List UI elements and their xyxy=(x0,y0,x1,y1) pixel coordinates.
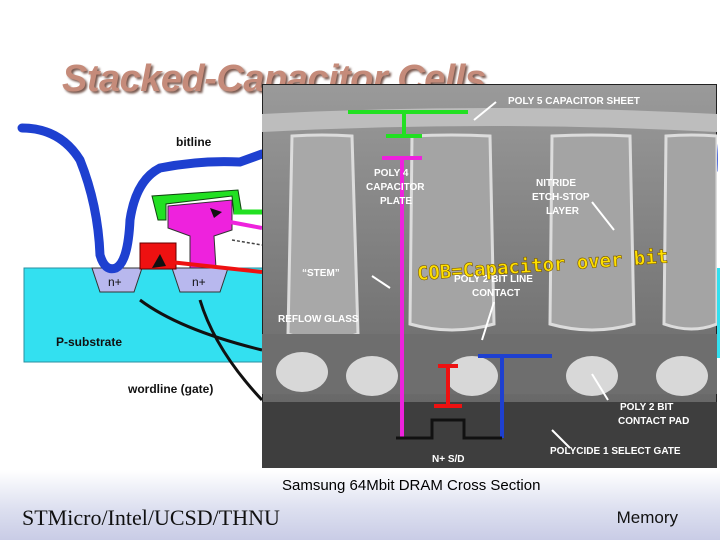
capacitor-storage-node xyxy=(167,199,233,269)
poly4-label-3: PLATE xyxy=(380,196,412,207)
n-plus-left-label: n+ xyxy=(108,275,122,289)
poly5-label: POLY 5 CAPACITOR SHEET xyxy=(508,96,640,107)
n-plus-right-label: n+ xyxy=(192,275,206,289)
arrow-up-left xyxy=(210,208,222,218)
polycide-label: POLYCIDE 1 SELECT GATE xyxy=(550,446,681,457)
gate-bump-2 xyxy=(346,356,398,396)
nsd-label: N+ S/D xyxy=(432,454,465,465)
pad-label-1: POLY 2 BIT xyxy=(620,402,673,413)
poly2-bit-label-1: POLY 2 BIT LINE xyxy=(454,274,533,285)
p-substrate-label: P-substrate xyxy=(56,335,122,349)
leader-gray xyxy=(231,239,263,246)
stem-label: “STEM” xyxy=(302,268,340,279)
pointer-arrows xyxy=(371,101,615,449)
wordline-leader-2 xyxy=(139,298,263,352)
poly4-label-1: POLY 4 xyxy=(374,168,409,179)
nitride-label-3: LAYER xyxy=(546,206,580,217)
wordline-label: wordline (gate) xyxy=(127,382,213,396)
blue-marker xyxy=(478,354,552,438)
gate-bump-3 xyxy=(446,356,498,396)
arrow-up-right xyxy=(152,254,166,268)
footer-section: Memory xyxy=(616,508,678,527)
nitride-label-2: ETCH-STOP xyxy=(532,192,590,203)
red-marker xyxy=(434,364,462,408)
reflow-label: REFLOW GLASS xyxy=(278,314,359,325)
footer-bar xyxy=(0,470,720,540)
footer-source: STMicro/Intel/UCSD/THNU xyxy=(22,505,280,530)
magenta-marker xyxy=(382,156,422,438)
pad-label-2: CONTACT PAD xyxy=(618,416,689,427)
substrate-base xyxy=(262,402,717,468)
capacitor-cell-3 xyxy=(548,133,636,332)
poly2-bit-label-2: CONTACT xyxy=(472,288,520,299)
black-n-plus-marker xyxy=(396,418,502,440)
n-plus-well-left xyxy=(91,267,143,293)
photo-caption: Samsung 64Mbit DRAM Cross Section xyxy=(282,477,541,494)
capacitor-cell-4 xyxy=(662,133,717,331)
sem-cross-section-photo: POLY 5 CAPACITOR SHEET POLY 4 CAPACITOR … xyxy=(262,84,717,468)
bitline-label: bitline xyxy=(176,135,212,149)
capacitor-top-plate xyxy=(151,189,243,221)
poly4-label-2: CAPACITOR xyxy=(366,182,425,193)
nitride-label-1: NITRIDE xyxy=(536,178,576,189)
green-marker xyxy=(348,110,468,138)
gate-bump-1 xyxy=(276,352,328,392)
gate-bump-4 xyxy=(566,356,618,396)
capacitor-cell-1 xyxy=(286,133,360,342)
bitline-shape xyxy=(17,123,267,274)
wordline-leader xyxy=(198,299,264,402)
leader-red xyxy=(169,260,263,274)
capacitor-cell-2 xyxy=(408,133,496,332)
gate-bump-5 xyxy=(656,356,708,396)
leader-magenta xyxy=(229,220,263,230)
